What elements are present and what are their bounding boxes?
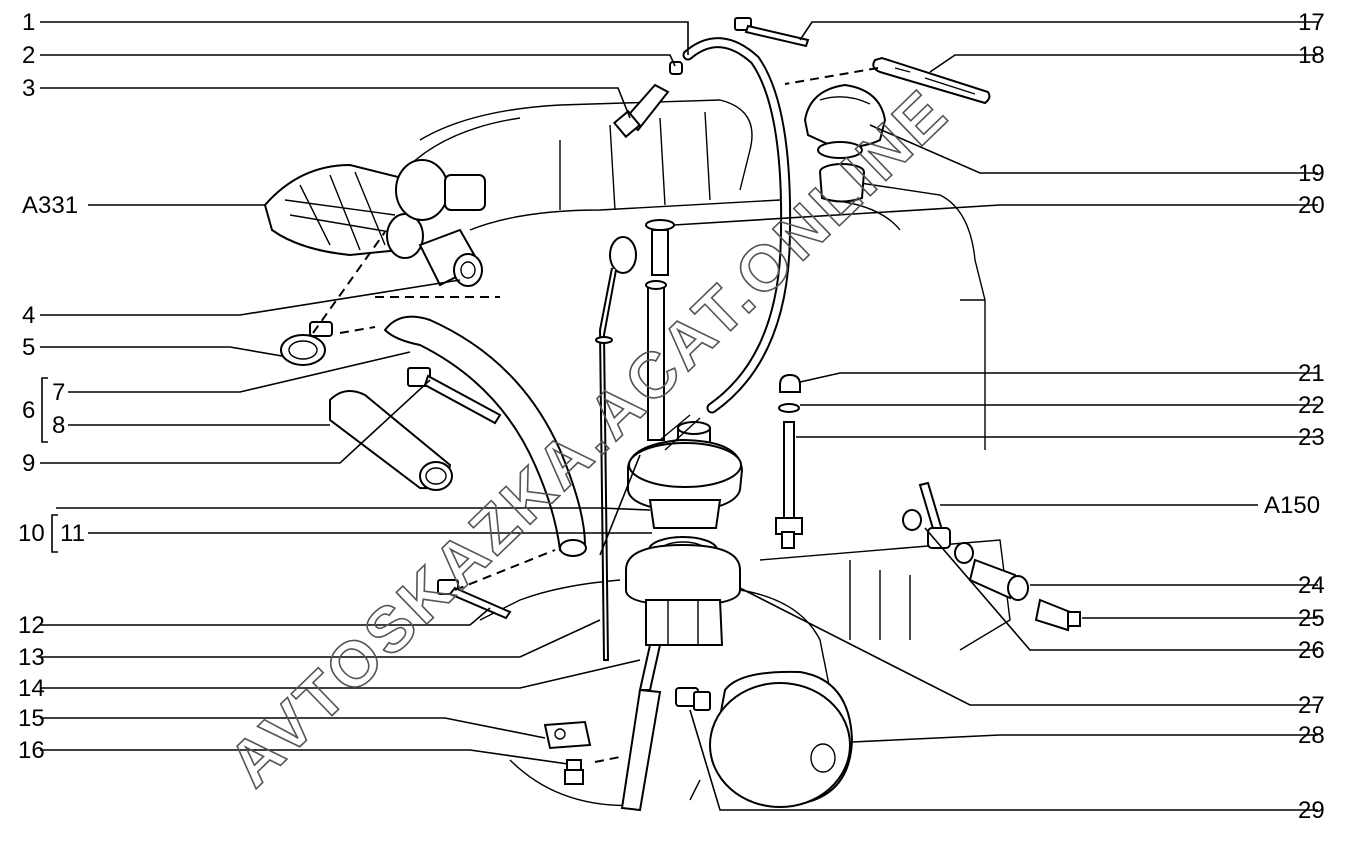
oil-filler-tube bbox=[645, 219, 675, 441]
label-25: 25 bbox=[1298, 605, 1325, 632]
label-16: 16 bbox=[18, 737, 45, 764]
label-29: 29 bbox=[1298, 797, 1325, 824]
pressure-sensor-assembly bbox=[902, 481, 1081, 632]
label-27: 27 bbox=[1298, 692, 1325, 719]
label-28: 28 bbox=[1298, 722, 1325, 749]
hose-clamp bbox=[280, 321, 333, 366]
label-26: 26 bbox=[1298, 637, 1325, 664]
breather-line bbox=[612, 37, 792, 414]
label-6: 6 bbox=[22, 397, 35, 424]
bracket-and-bolt bbox=[543, 720, 592, 785]
label-9: 9 bbox=[22, 450, 35, 477]
label-13: 13 bbox=[18, 644, 45, 671]
oil-separator bbox=[627, 414, 744, 529]
label-15: 15 bbox=[18, 705, 45, 732]
label-a331: A331 bbox=[22, 192, 78, 219]
oil-filler-cap bbox=[803, 83, 887, 159]
label-a150: A150 bbox=[1264, 492, 1320, 519]
drain-pipe bbox=[620, 644, 662, 812]
label-19: 19 bbox=[1298, 160, 1325, 187]
filter-fitting bbox=[675, 687, 711, 711]
breather-pipe-stub bbox=[418, 228, 483, 287]
label-24: 24 bbox=[1298, 572, 1325, 599]
label-23: 23 bbox=[1298, 424, 1325, 451]
crankcase-vent-hose bbox=[383, 315, 587, 557]
label-8: 8 bbox=[52, 412, 65, 439]
label-4: 4 bbox=[22, 302, 35, 329]
hose-sleeve bbox=[329, 390, 453, 491]
hose-clip bbox=[437, 579, 512, 620]
assembly-arrows bbox=[312, 67, 879, 763]
label-5: 5 bbox=[22, 334, 35, 361]
air-intake-hose bbox=[263, 159, 486, 259]
dipstick bbox=[595, 236, 637, 661]
label-18: 18 bbox=[1298, 42, 1325, 69]
label-11: 11 bbox=[60, 520, 85, 547]
cable-tie bbox=[407, 367, 502, 425]
labels: 1 2 3 A331 4 5 6 7 8 9 10 11 12 13 14 15… bbox=[18, 9, 1325, 824]
oil-filter-housing bbox=[625, 536, 741, 646]
strap-17 bbox=[734, 17, 810, 48]
label-20: 20 bbox=[1298, 192, 1325, 219]
oil-filter bbox=[709, 670, 854, 808]
label-10: 10 bbox=[18, 520, 45, 547]
label-21: 21 bbox=[1298, 360, 1325, 387]
label-17: 17 bbox=[1298, 9, 1325, 36]
engine-block-outline bbox=[399, 99, 1011, 807]
label-22: 22 bbox=[1298, 392, 1325, 419]
label-14: 14 bbox=[18, 675, 45, 702]
stud-bolt bbox=[775, 373, 803, 549]
label-2: 2 bbox=[22, 42, 35, 69]
label-3: 3 bbox=[22, 75, 35, 102]
label-1: 1 bbox=[22, 9, 35, 36]
leader-lines bbox=[40, 21, 1318, 811]
label-12: 12 bbox=[18, 612, 45, 639]
label-7: 7 bbox=[52, 379, 65, 406]
filler-neck bbox=[819, 163, 865, 203]
strap-18 bbox=[872, 56, 991, 105]
